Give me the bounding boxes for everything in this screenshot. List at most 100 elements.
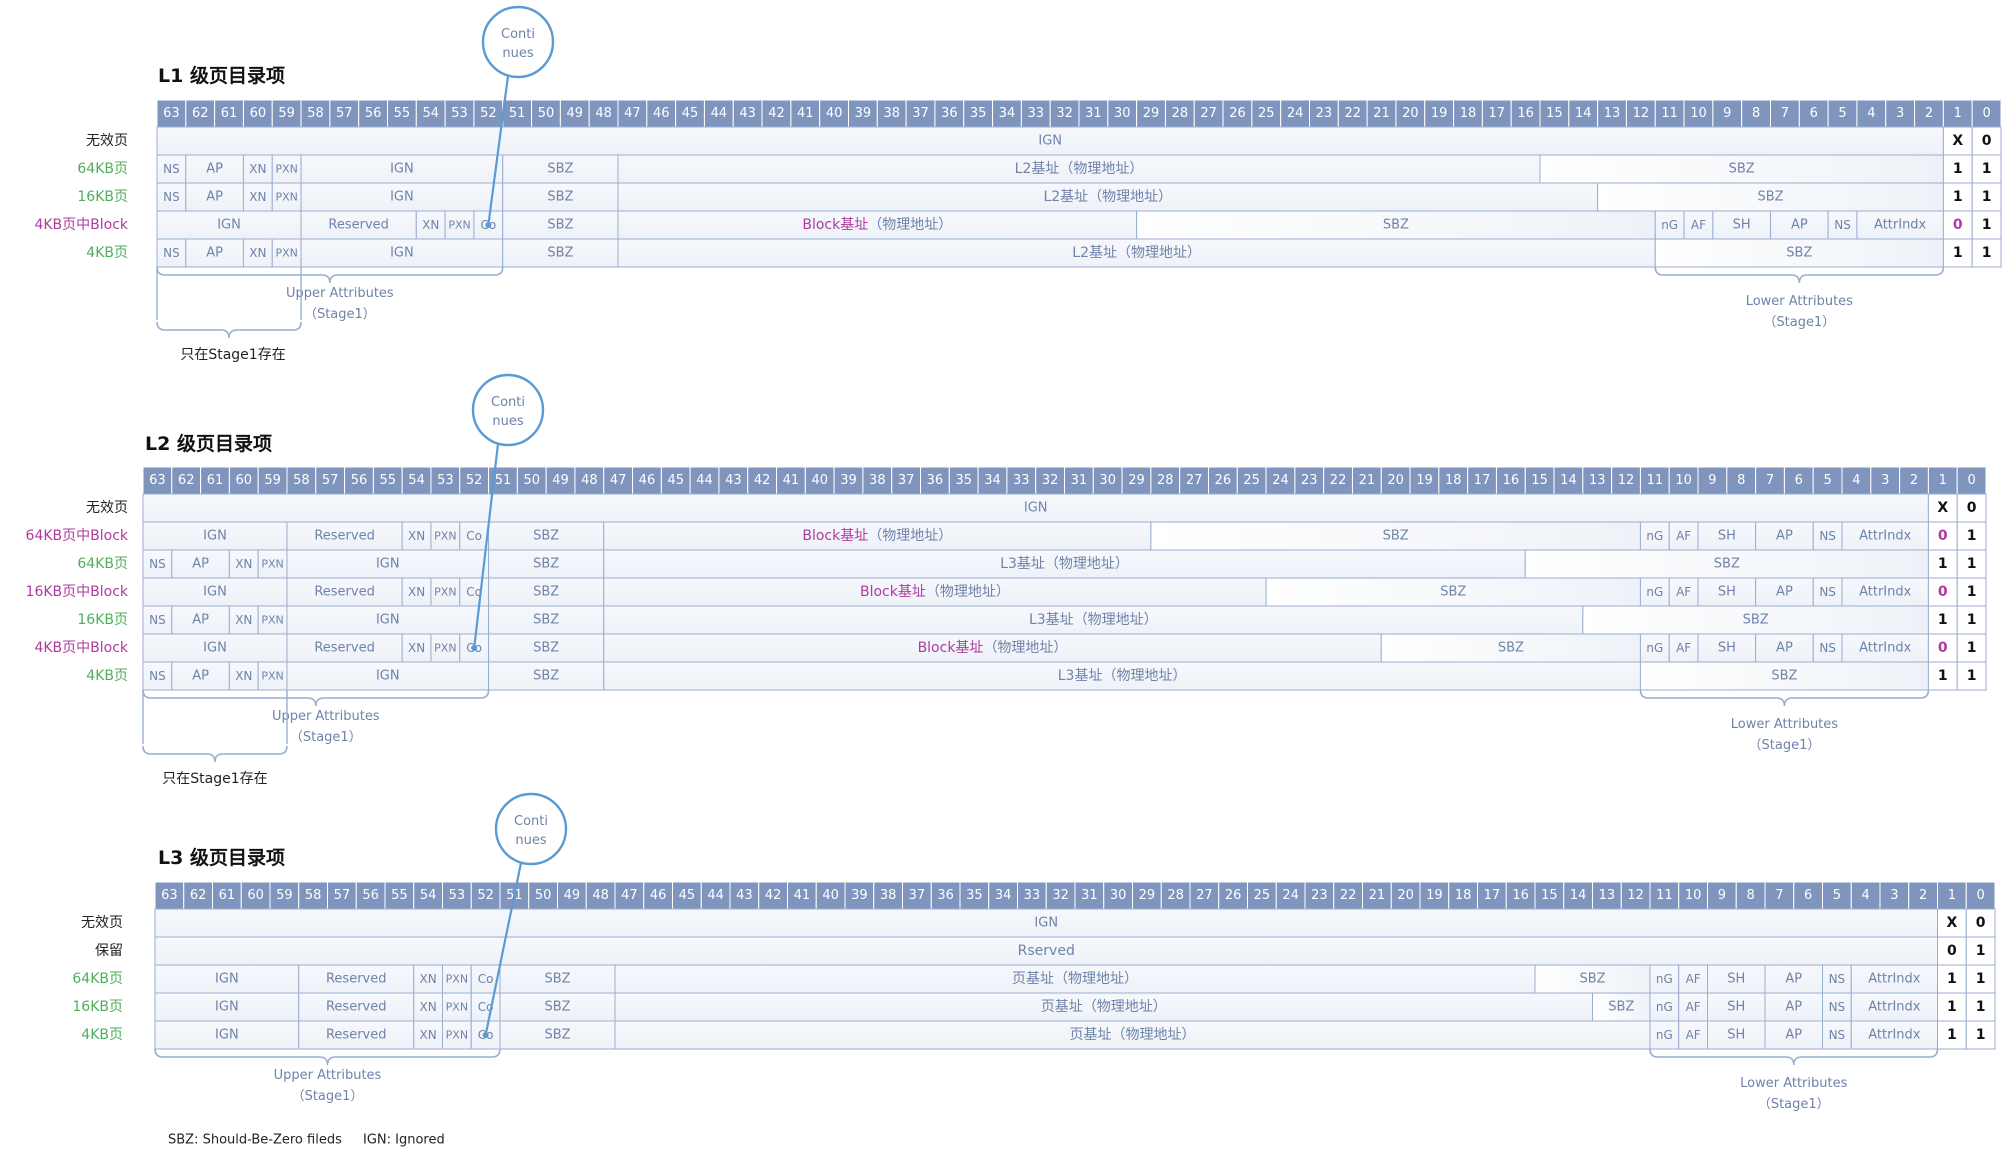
bit-number: 48 bbox=[581, 473, 598, 488]
field-ns: NS bbox=[1829, 1028, 1846, 1042]
bit-number: 61 bbox=[207, 473, 224, 488]
bit-cell bbox=[1160, 881, 1191, 910]
field-af: AF bbox=[1691, 218, 1706, 232]
bit-number: 22 bbox=[1344, 106, 1361, 121]
field-reserved: Reserved bbox=[326, 972, 387, 987]
descriptor-row: 4KB页中BlockIGNReservedXNPXNCoSBZBlock基址（物… bbox=[34, 633, 1987, 663]
bit-value: 1 bbox=[1953, 245, 1963, 261]
bit-cell bbox=[1390, 881, 1421, 910]
bit-number: 43 bbox=[736, 888, 753, 903]
field-xn: XN bbox=[249, 246, 266, 260]
bit-number: 5 bbox=[1823, 473, 1831, 488]
sbz-legend-note: SBZ: Should-Be-Zero fileds bbox=[168, 1133, 342, 1148]
field-attrindx: AttrIndx bbox=[1868, 1000, 1921, 1015]
bit-number: 24 bbox=[1272, 473, 1289, 488]
bit-number: 49 bbox=[552, 473, 569, 488]
bit-number: 59 bbox=[264, 473, 281, 488]
field-ign: IGN bbox=[376, 669, 400, 684]
bit-number: 37 bbox=[898, 473, 915, 488]
field-pxn: PXN bbox=[261, 558, 283, 571]
bit-cell bbox=[905, 99, 936, 128]
field-box bbox=[156, 210, 302, 240]
bit-number: 41 bbox=[783, 473, 800, 488]
bit-value: 0 bbox=[1938, 640, 1948, 656]
field-sbz: SBZ bbox=[1608, 1000, 1634, 1015]
callout-dot bbox=[482, 1032, 489, 1038]
field-sh: SH bbox=[1718, 641, 1736, 656]
field-pxn: PXN bbox=[446, 1001, 468, 1014]
bit-number: 28 bbox=[1167, 888, 1184, 903]
bit-number: 23 bbox=[1316, 106, 1333, 121]
field-box bbox=[300, 182, 504, 212]
field-ap: AP bbox=[1776, 585, 1793, 600]
bit-number: 20 bbox=[1402, 106, 1419, 121]
bit-value: 1 bbox=[1976, 943, 1986, 959]
field-sbz: SBZ bbox=[1383, 529, 1409, 544]
field-sbz: SBZ bbox=[547, 162, 573, 177]
bit-cell bbox=[1424, 99, 1455, 128]
bit-number: 19 bbox=[1431, 106, 1448, 121]
field-ns: NS bbox=[163, 162, 180, 176]
field-ns: NS bbox=[163, 190, 180, 204]
field-ap: AP bbox=[192, 669, 209, 684]
bit-number: 60 bbox=[236, 473, 253, 488]
field-box bbox=[1597, 182, 1944, 212]
bit-value: 1 bbox=[1947, 1027, 1957, 1043]
field-box bbox=[156, 182, 187, 212]
bit-number: 7 bbox=[1781, 106, 1789, 121]
stage1-only-label: 只在Stage1存在 bbox=[180, 347, 285, 363]
field-box bbox=[1927, 549, 1958, 579]
bit-cell bbox=[1563, 881, 1593, 910]
upper-attributes-label: Upper Attributes（Stage1） bbox=[272, 709, 380, 745]
bit-cell bbox=[815, 881, 846, 910]
field-box bbox=[1822, 964, 1852, 994]
bit-cell bbox=[1333, 881, 1363, 910]
bit-value: 0 bbox=[1953, 217, 1963, 233]
bit-cell bbox=[1362, 881, 1392, 910]
field-reserved: Reserved bbox=[314, 641, 375, 656]
field-box bbox=[444, 210, 475, 240]
field-ap: AP bbox=[1785, 972, 1802, 987]
bit-number: 58 bbox=[305, 888, 322, 903]
bit-cell bbox=[212, 881, 242, 910]
bit-number: 55 bbox=[394, 106, 411, 121]
bit-cell bbox=[844, 881, 875, 910]
field-xn: XN bbox=[408, 529, 425, 543]
bit-cell bbox=[703, 99, 734, 128]
bit-number: 40 bbox=[826, 106, 843, 121]
bit-cell bbox=[1438, 466, 1469, 495]
field-ign: IGN bbox=[376, 557, 400, 572]
field-attrindx: AttrIndx bbox=[1868, 1028, 1921, 1043]
field-box bbox=[286, 633, 403, 663]
bit-cell bbox=[545, 466, 576, 495]
field-box bbox=[286, 577, 403, 607]
field-ign: IGN bbox=[1034, 916, 1058, 931]
bit-number: 31 bbox=[1071, 473, 1088, 488]
bit-cell bbox=[1827, 99, 1858, 128]
field-xn: XN bbox=[249, 162, 266, 176]
field-ns: NS bbox=[149, 613, 166, 627]
bit-number: 11 bbox=[1661, 106, 1678, 121]
bit-number: 57 bbox=[322, 473, 339, 488]
field-box bbox=[1380, 633, 1641, 663]
field-ap: AP bbox=[206, 162, 223, 177]
field-sbz: SBZ bbox=[533, 613, 559, 628]
bit-number: 57 bbox=[334, 888, 351, 903]
bit-number: 56 bbox=[365, 106, 382, 121]
field-pxn: PXN bbox=[275, 163, 297, 176]
bit-number: 62 bbox=[192, 106, 209, 121]
bit-number: 47 bbox=[610, 473, 627, 488]
field-sbz: SBZ bbox=[1729, 162, 1755, 177]
bit-number: 62 bbox=[178, 473, 195, 488]
bit-number: 36 bbox=[937, 888, 954, 903]
bit-number: 47 bbox=[621, 888, 638, 903]
bit-number: 38 bbox=[869, 473, 886, 488]
bit-number: 10 bbox=[1675, 473, 1692, 488]
field-box bbox=[1150, 521, 1641, 551]
bit-cell bbox=[700, 881, 731, 910]
field-ns: NS bbox=[1829, 1000, 1846, 1014]
